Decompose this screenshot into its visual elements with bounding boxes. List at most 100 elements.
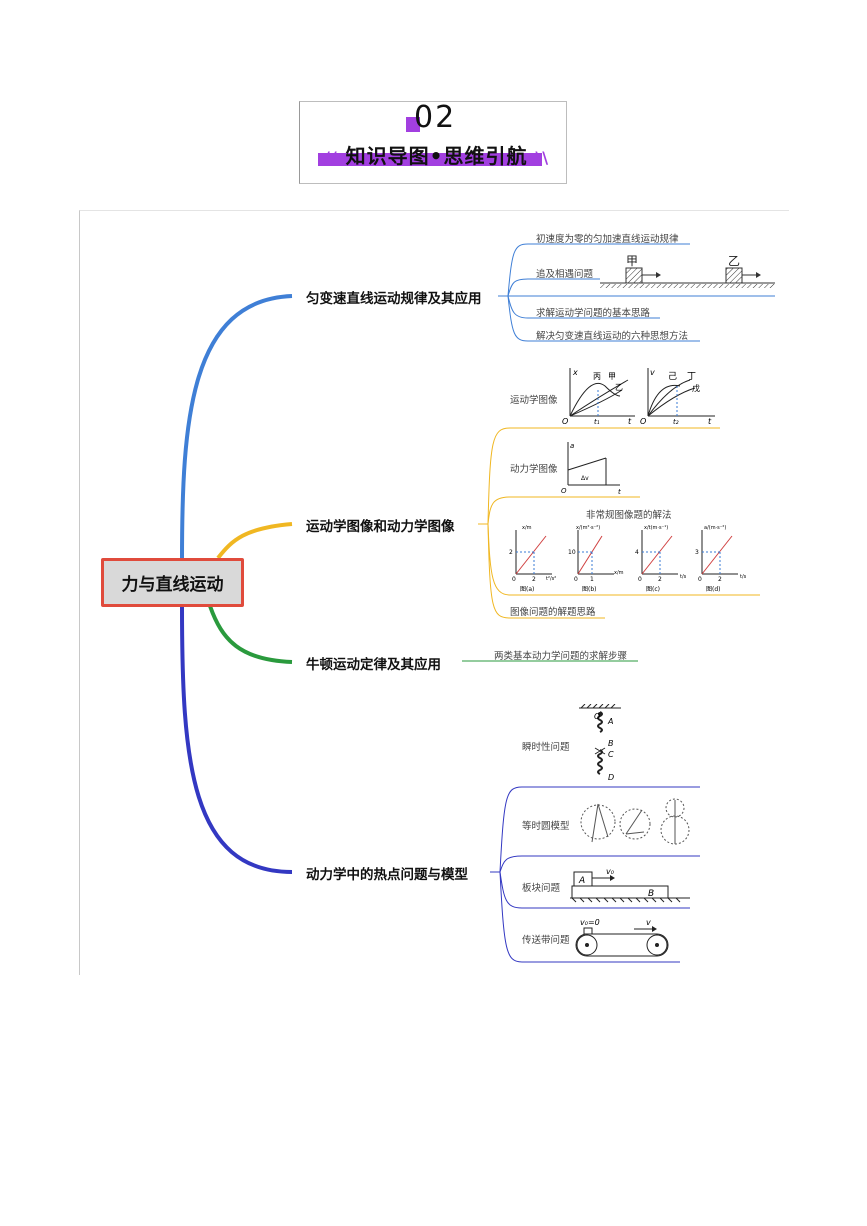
left-slashes: // xyxy=(324,148,338,167)
graph-a-t: a t O Δv xyxy=(561,442,621,495)
mini-graph-a: x/m t²/s² 2 2 0 图(a) xyxy=(509,525,556,593)
leaf-2-3: 非常规图像题的解法 xyxy=(586,510,672,521)
svg-text:0: 0 xyxy=(698,576,702,583)
svg-text:x/(m²·s⁻²): x/(m²·s⁻²) xyxy=(576,525,600,531)
branch-1-leaf-connectors xyxy=(498,243,775,342)
leaf-1-2: 追及相遇问题 xyxy=(536,269,594,280)
label-yi: 乙 xyxy=(728,254,740,268)
leaf-1-1: 初速度为零的匀加速直线运动规律 xyxy=(536,234,679,245)
svg-text:乙: 乙 xyxy=(615,383,623,392)
svg-text:2: 2 xyxy=(658,576,662,583)
branch-label-1: 匀变速直线运动规律及其应用 xyxy=(306,291,482,307)
mini-graphs: x/m t²/s² 2 2 0 图(a) x/(m²·s⁻²) x/m 10 1… xyxy=(509,525,747,593)
svg-text:x/t(m·s⁻¹): x/t(m·s⁻¹) xyxy=(644,525,668,531)
svg-text:O: O xyxy=(561,487,567,495)
svg-text:v₀: v₀ xyxy=(606,867,615,876)
label-jia: 甲 xyxy=(626,254,638,268)
branch-4-leaf-connectors xyxy=(490,786,700,963)
leaf-4-1: 瞬时性问题 xyxy=(522,742,570,753)
svg-text:x/m: x/m xyxy=(614,570,624,576)
svg-text:甲: 甲 xyxy=(608,372,616,381)
leaf-2-2: 动力学图像 xyxy=(510,464,558,475)
graph-v-t: v t O t₂ 己 丁 戊 xyxy=(640,368,715,426)
equal-time-circle-figures xyxy=(580,798,690,845)
branch-label-4: 动力学中的热点问题与模型 xyxy=(306,867,468,883)
mini-graph-b: x/(m²·s⁻²) x/m 10 1 0 图(b) xyxy=(568,525,624,593)
svg-text:B: B xyxy=(648,889,654,899)
leaf-3-1: 两类基本动力学问题的求解步骤 xyxy=(494,651,628,662)
svg-text:O: O xyxy=(562,417,568,426)
svg-text:己: 己 xyxy=(668,371,677,382)
svg-text:v: v xyxy=(650,368,655,377)
svg-text:t: t xyxy=(628,417,632,426)
header-accent-square xyxy=(406,117,420,132)
svg-text:t²/s²: t²/s² xyxy=(546,576,556,582)
leaf-4-4: 传送带问题 xyxy=(522,935,570,946)
right-slashes: \\ xyxy=(535,148,550,167)
graph-x-t: x t O t₁ 丙 甲 乙 xyxy=(562,368,635,426)
svg-text:v₀=0: v₀=0 xyxy=(580,918,600,927)
svg-text:图(a): 图(a) xyxy=(520,586,534,593)
conveyor-belt-figure: v₀=0 v xyxy=(575,918,669,957)
connector-branch-2 xyxy=(216,522,293,560)
svg-text:a/(m·s⁻²): a/(m·s⁻²) xyxy=(704,525,726,531)
svg-text:A: A xyxy=(578,876,585,886)
branch-2-leaf-connectors xyxy=(478,427,760,619)
svg-text:0: 0 xyxy=(638,576,642,583)
svg-text:a: a xyxy=(570,442,574,450)
svg-text:图(c): 图(c) xyxy=(646,586,660,593)
svg-text:1: 1 xyxy=(590,576,594,583)
section-title: // 知识导图•思维引航 \\ xyxy=(324,144,550,168)
root-node: 力与直线运动 xyxy=(101,558,244,607)
leaf-4-2: 等时圆模型 xyxy=(522,821,570,832)
leaf-1-4: 解决匀变速直线运动的六种思想方法 xyxy=(536,331,689,342)
svg-text:0: 0 xyxy=(512,576,516,583)
block-yi xyxy=(725,267,743,284)
svg-text:2: 2 xyxy=(509,549,513,556)
mini-graph-c: x/t(m·s⁻¹) t/s 4 2 0 图(c) xyxy=(635,525,687,593)
pursuit-figure: 甲 乙 xyxy=(600,254,775,288)
board-block-figure: A B v₀ xyxy=(570,867,690,903)
leaf-1-3: 求解运动学问题的基本思路 xyxy=(536,308,651,319)
svg-text:2: 2 xyxy=(718,576,722,583)
mindmap-canvas xyxy=(79,210,789,975)
connector-branch-4 xyxy=(180,605,293,874)
svg-text:0: 0 xyxy=(574,576,578,583)
branch-label-2: 运动学图像和动力学图像 xyxy=(306,519,455,535)
svg-text:t/s: t/s xyxy=(680,574,687,580)
svg-text:丁: 丁 xyxy=(687,372,696,382)
block-jia xyxy=(625,267,643,284)
svg-text:t₁: t₁ xyxy=(594,418,600,426)
svg-text:Δv: Δv xyxy=(581,475,589,482)
spring-figure: O A B C D xyxy=(579,704,621,782)
leaf-2-1: 运动学图像 xyxy=(510,395,558,406)
svg-text:O: O xyxy=(640,417,646,426)
mini-graph-d: a/(m·s⁻²) t/s 3 2 0 图(d) xyxy=(695,525,747,593)
svg-text:O: O xyxy=(594,712,600,721)
svg-text:4: 4 xyxy=(635,549,639,556)
svg-text:戊: 戊 xyxy=(692,383,700,393)
svg-text:3: 3 xyxy=(695,549,699,556)
svg-text:丙: 丙 xyxy=(593,372,601,381)
svg-text:t: t xyxy=(708,417,712,426)
svg-text:v: v xyxy=(646,918,651,927)
section-header-frame xyxy=(299,101,567,184)
svg-text:10: 10 xyxy=(568,549,576,556)
svg-text:图(d): 图(d) xyxy=(706,586,721,593)
connector-branch-1 xyxy=(180,294,293,561)
leaf-4-3: 板块问题 xyxy=(522,883,561,894)
svg-text:2: 2 xyxy=(532,576,536,583)
connector-branch-3 xyxy=(208,605,293,664)
svg-text:t/s: t/s xyxy=(740,574,747,580)
svg-text:图(b): 图(b) xyxy=(582,586,597,593)
svg-text:x/m: x/m xyxy=(522,525,532,531)
svg-text:t₂: t₂ xyxy=(673,418,679,426)
svg-text:A: A xyxy=(607,717,613,726)
svg-text:x: x xyxy=(572,368,578,377)
section-number: 02 xyxy=(414,100,457,135)
svg-text:t: t xyxy=(618,488,621,495)
branch-label-3: 牛顿运动定律及其应用 xyxy=(306,657,441,673)
leaf-2-4: 图像问题的解题思路 xyxy=(510,607,596,618)
svg-text:C: C xyxy=(608,750,614,759)
